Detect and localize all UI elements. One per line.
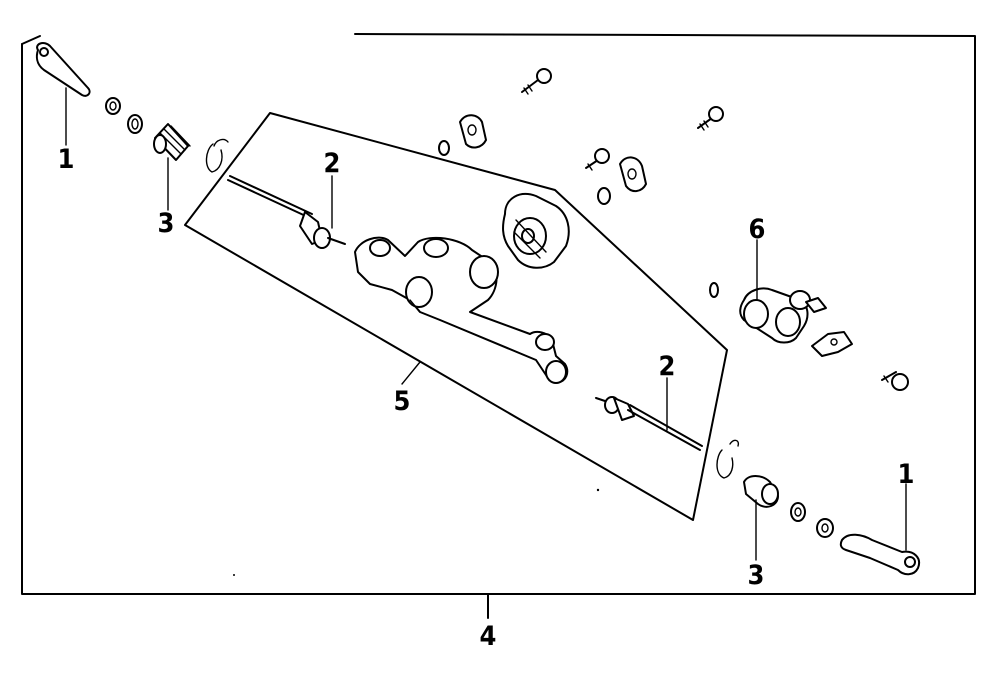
callout-6: 6: [749, 214, 766, 245]
speck: [596, 488, 600, 492]
callout-1-right: 1: [898, 459, 915, 490]
jam-nut-left: [105, 97, 121, 115]
callout-4: 4: [480, 621, 497, 652]
seal-upper: [438, 140, 450, 156]
boot-clip-right: [716, 439, 740, 479]
boot-right: [743, 475, 779, 561]
gear-assembly-outline: [184, 112, 728, 521]
bolt-1: [521, 68, 552, 95]
inner-tie-rod-left: [227, 175, 346, 249]
callout-2-right: 2: [659, 351, 676, 382]
boot-clip-left: [205, 138, 229, 173]
boot-left: [153, 123, 191, 211]
connector-small: [805, 297, 827, 313]
jam-nut-right: [816, 518, 834, 538]
clamp-left: [127, 114, 143, 134]
rack-housing: [354, 236, 569, 384]
bracket-lower-right: [811, 331, 853, 357]
bracket-upper-left: [459, 114, 487, 149]
assembly-frame: [21, 33, 976, 619]
clamp-right: [790, 502, 806, 522]
speck: [233, 574, 235, 576]
callout-1-left: 1: [58, 144, 75, 175]
tie-rod-end-left: [35, 42, 91, 146]
inner-tie-rod-right: [595, 377, 703, 451]
bracket-upper-right: [619, 156, 647, 192]
callout-2-left: 2: [324, 148, 341, 179]
seal-mid: [597, 187, 611, 205]
bolt-4: [881, 371, 909, 391]
tie-rod-end-right: [839, 483, 920, 576]
callout-3-right: 3: [748, 560, 765, 591]
callout-3-left: 3: [158, 208, 175, 239]
cylinder-part-6: [739, 239, 811, 344]
pinion-housing: [502, 193, 570, 269]
leader-5: [401, 361, 421, 385]
bolt-3: [585, 148, 610, 171]
callout-5: 5: [394, 386, 411, 417]
bolt-2: [697, 106, 724, 131]
seal-right: [709, 282, 719, 298]
